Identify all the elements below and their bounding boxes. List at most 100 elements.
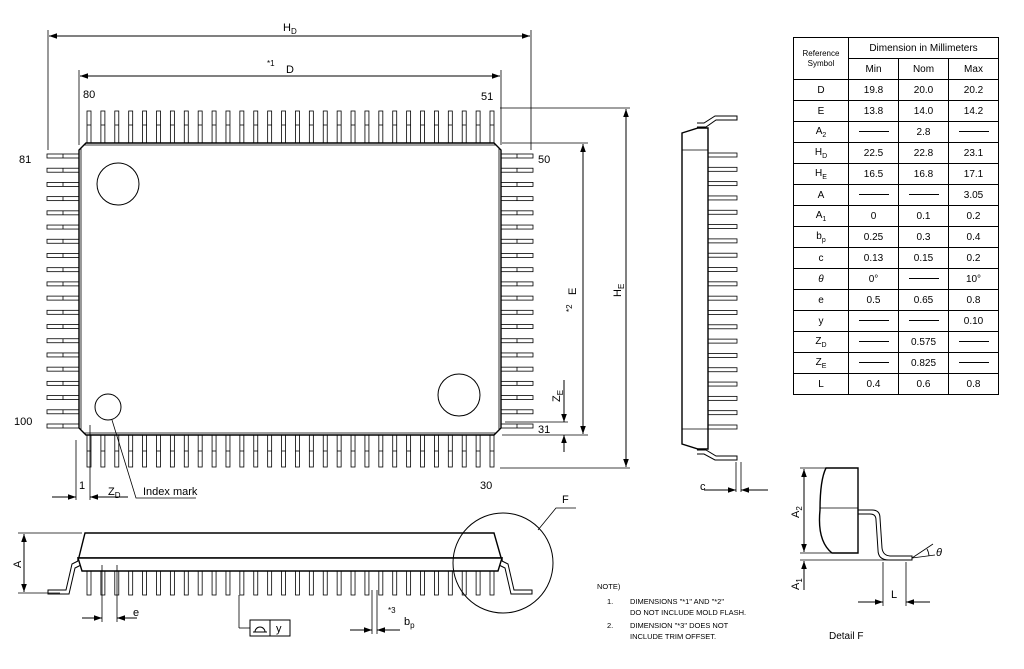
cell-min: 0.4 bbox=[848, 373, 899, 395]
pin-1-label: 1 bbox=[79, 480, 85, 492]
lead bbox=[169, 110, 175, 144]
nom-column-header: Nom bbox=[898, 58, 949, 80]
ze-label: ZE bbox=[551, 390, 565, 402]
pin-81-label: 81 bbox=[19, 154, 31, 166]
symbol-main: e bbox=[818, 294, 824, 306]
cell-nom: 16.8 bbox=[898, 163, 949, 185]
symbol-main: Z bbox=[815, 335, 822, 347]
lead bbox=[322, 110, 328, 144]
cell-nom: 2.8 bbox=[898, 121, 949, 143]
lead bbox=[392, 110, 398, 144]
side-view-leads bbox=[707, 152, 738, 430]
cell-min: 0.25 bbox=[848, 226, 899, 248]
cell-nom bbox=[898, 184, 949, 206]
hd-label: HD bbox=[283, 22, 297, 36]
zd-label: ZD bbox=[108, 486, 121, 500]
side-lead bbox=[100, 570, 106, 596]
pins-top-row bbox=[86, 110, 495, 144]
symbol-subscript: 2 bbox=[822, 131, 827, 139]
symbol-main: A bbox=[815, 209, 823, 221]
detail-lead bbox=[858, 509, 913, 561]
side-lead bbox=[406, 570, 412, 596]
cell-nom: 0.15 bbox=[898, 247, 949, 269]
detail-f-circle bbox=[452, 512, 554, 614]
detail-f-leader bbox=[537, 507, 576, 531]
side-lead bbox=[707, 281, 738, 287]
detail-f-view: A2 A1 θ L Detail F bbox=[790, 467, 942, 642]
note-1-line-1: DIMENSIONS "*1" AND "*2" bbox=[630, 597, 724, 606]
cell-max: 0.2 bbox=[948, 205, 999, 227]
side-lead bbox=[336, 570, 342, 596]
side-lead bbox=[707, 367, 738, 373]
side-lead bbox=[447, 570, 453, 596]
side-lead bbox=[707, 181, 738, 187]
lead bbox=[461, 110, 467, 144]
cell-min: 22.5 bbox=[848, 142, 899, 164]
reference-symbol-header: Reference Symbol bbox=[793, 37, 849, 80]
bottom-view-leads bbox=[86, 570, 495, 596]
symbol-main: A bbox=[817, 189, 825, 201]
cell-max: 23.1 bbox=[948, 142, 999, 164]
symbol-subscript: p bbox=[821, 236, 826, 244]
side-lead bbox=[420, 570, 425, 596]
pins-left-column bbox=[46, 153, 80, 429]
cell-nom bbox=[898, 310, 949, 332]
dash-placeholder bbox=[908, 194, 939, 196]
cell-max bbox=[948, 352, 999, 374]
lead bbox=[86, 110, 92, 144]
side-lead bbox=[707, 195, 738, 201]
dash-placeholder bbox=[858, 320, 889, 322]
side-lead bbox=[707, 310, 738, 315]
dimension-group-header: Dimension in Millimeters bbox=[848, 37, 999, 59]
cell-max: 14.2 bbox=[948, 100, 999, 122]
dash-placeholder bbox=[858, 362, 889, 364]
lead bbox=[336, 110, 342, 144]
table-row: ZE 0.825 bbox=[793, 352, 999, 374]
reference-header-line-1: Reference bbox=[802, 48, 840, 58]
row-symbol: ZD bbox=[793, 331, 849, 353]
symbol-main: Z bbox=[815, 356, 822, 368]
cell-nom: 0.575 bbox=[898, 331, 949, 353]
side-lead bbox=[489, 570, 495, 596]
pin-31-label: 31 bbox=[538, 424, 550, 436]
cell-max: 3.05 bbox=[948, 184, 999, 206]
row-symbol: HD bbox=[793, 142, 849, 164]
cell-max bbox=[948, 121, 999, 143]
notes-heading: NOTE) bbox=[597, 582, 621, 591]
cell-min bbox=[848, 184, 899, 206]
cell-min bbox=[848, 331, 899, 353]
row-symbol: L bbox=[793, 373, 849, 395]
cell-nom: 0.825 bbox=[898, 352, 949, 374]
cell-min bbox=[848, 121, 899, 143]
row-symbol: c bbox=[793, 247, 849, 269]
lead bbox=[253, 110, 259, 144]
side-lead bbox=[461, 570, 467, 596]
cell-max: 10° bbox=[948, 268, 999, 290]
row-symbol: ZE bbox=[793, 352, 849, 374]
bottom-left-lead-bend bbox=[47, 560, 82, 595]
side-lead bbox=[128, 570, 134, 596]
lead bbox=[447, 110, 453, 144]
side-lead bbox=[267, 570, 273, 596]
lead bbox=[350, 110, 356, 144]
e-pitch-label: e bbox=[133, 607, 139, 619]
symbol-main: D bbox=[817, 84, 825, 96]
side-lead bbox=[197, 570, 203, 596]
table-row: A2 2.8 bbox=[793, 121, 999, 143]
symbol-main: A bbox=[815, 125, 823, 137]
side-lead bbox=[253, 570, 259, 596]
side-lead bbox=[707, 267, 738, 272]
symbol-main: L bbox=[818, 378, 824, 390]
lead bbox=[295, 110, 300, 144]
side-lead bbox=[707, 224, 738, 229]
side-lead bbox=[707, 324, 738, 330]
cell-max: 20.2 bbox=[948, 79, 999, 101]
cell-nom: 0.3 bbox=[898, 226, 949, 248]
lead bbox=[420, 110, 425, 144]
a-label: A bbox=[12, 560, 24, 568]
symbol-subscript: 1 bbox=[822, 215, 827, 223]
